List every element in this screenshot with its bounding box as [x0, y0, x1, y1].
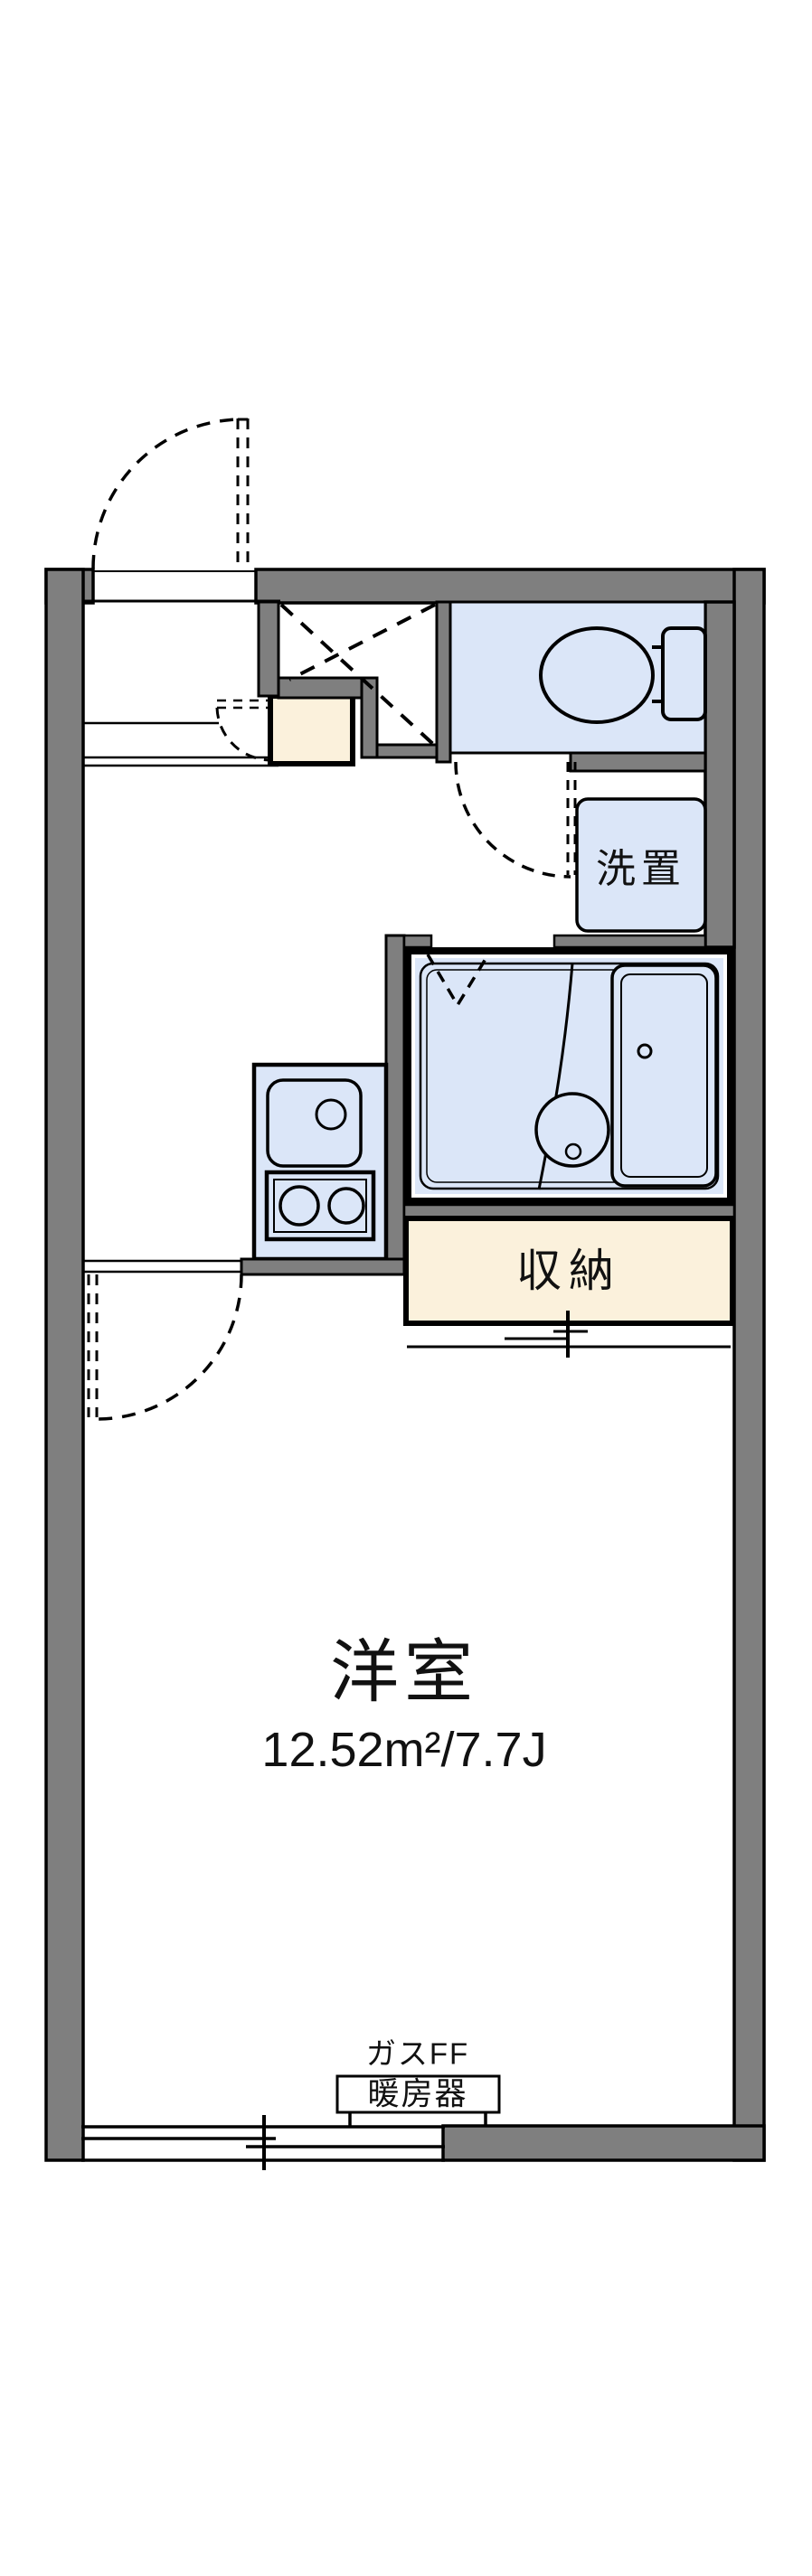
main-room-entry — [83, 1257, 406, 1421]
gas-heater — [335, 2074, 501, 2127]
toilet-room — [448, 600, 707, 879]
kitchen-stove-outer — [264, 1170, 376, 1242]
kitchen — [251, 1062, 389, 1262]
wall-toilet-bottom — [569, 751, 707, 773]
main-room-area: 12.52m²/7.7J — [261, 1723, 547, 1777]
x-room-diagonal-2 — [288, 603, 436, 682]
entrance-door — [91, 418, 256, 572]
wall-kitchen-bottom — [240, 1257, 406, 1276]
x-room-diagonal-1 — [279, 603, 437, 747]
entrance-door-arc — [91, 418, 243, 569]
wall-bath-top-right — [552, 934, 707, 949]
bath-washbasin — [534, 1092, 610, 1168]
wall-toilet-left — [435, 600, 452, 764]
room-door-arc — [96, 1274, 243, 1421]
wall-left — [44, 568, 85, 2162]
genkan-area — [83, 599, 280, 767]
bathtub-inner — [620, 973, 708, 1178]
wall-right-furring — [703, 600, 736, 949]
bottom-window — [81, 2115, 445, 2170]
shoe-cabinet — [268, 693, 355, 766]
kitchen-sink — [266, 1078, 363, 1168]
kitchen-burner-left — [279, 1185, 320, 1227]
x-room-step-wall-jog — [360, 676, 379, 759]
storage-closet — [403, 1216, 735, 1358]
kitchen-faucet — [315, 1098, 347, 1131]
washer-space-label: 洗置 — [596, 847, 686, 891]
x-room — [257, 600, 452, 764]
bathtub-outer — [610, 964, 718, 1188]
toilet-door-arc — [454, 761, 571, 879]
kitchen-stove-inner — [273, 1179, 367, 1233]
wall-top-right-segment — [254, 568, 766, 605]
bath-washbasin-drain — [564, 1142, 582, 1161]
bathroom — [384, 934, 736, 1276]
outer-walls — [44, 568, 766, 2162]
wall-bottom-right-segment — [441, 2124, 766, 2162]
bathtub-knob — [637, 1043, 653, 1059]
genkan-door-arc — [215, 707, 272, 762]
main-room-label: 洋室 — [330, 1634, 478, 1711]
toilet-bowl — [539, 626, 655, 724]
washer-space-box — [575, 797, 707, 933]
heater-label-line2: 暖房器 — [367, 2076, 468, 2112]
wall-bath-top-left — [402, 934, 433, 949]
kitchen-burner-right — [327, 1187, 365, 1225]
heater-label-line1: ガスFF — [365, 2036, 470, 2071]
bath-divider-curve — [537, 963, 574, 1190]
wall-genkan-divider — [257, 600, 280, 698]
wall-kitchen-bath-divider — [384, 934, 406, 1276]
wall-right — [732, 568, 766, 2162]
heater-box — [335, 2074, 501, 2114]
x-room-step-wall-top — [277, 676, 365, 700]
bathroom-inner-frame — [419, 962, 720, 1190]
toilet-tank — [661, 626, 707, 721]
storage-label: 収納 — [516, 1246, 621, 1296]
